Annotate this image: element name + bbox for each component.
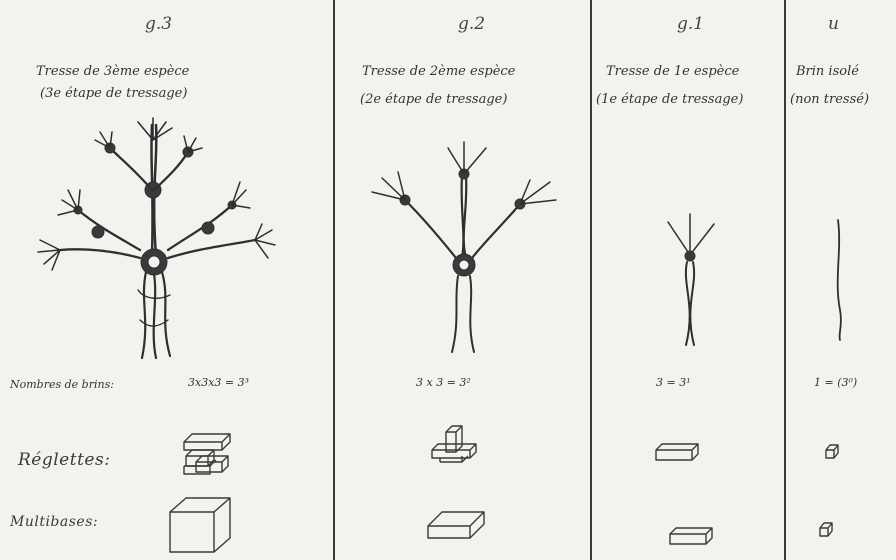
title-g1: Tresse de 1e espèce	[606, 64, 740, 79]
braid-g2-drawing	[371, 141, 557, 353]
count-g1: 3 = 3¹	[656, 376, 691, 389]
reglettes-g1	[655, 443, 699, 461]
braid-g3-drawing	[37, 117, 276, 360]
column-head-u: u	[828, 14, 839, 34]
subtitle-u: (non tressé)	[790, 92, 870, 107]
count-g2: 3 x 3 = 3²	[416, 376, 471, 389]
multibases-g2	[427, 511, 485, 539]
reglettes-g2	[431, 425, 477, 463]
multibases-g1	[669, 527, 713, 545]
column-divider	[333, 0, 335, 560]
strand-u-drawing	[836, 219, 842, 341]
column-head-g3: g.3	[145, 14, 173, 34]
braid-g1-drawing	[667, 213, 715, 346]
subtitle-g2: (2e étape de tressage)	[360, 92, 508, 107]
title-u: Brin isolé	[796, 64, 859, 79]
column-divider	[784, 0, 786, 560]
column-head-g1: g.1	[677, 14, 705, 34]
count-row-label: Nombres de brins:	[10, 378, 114, 391]
column-divider	[590, 0, 592, 560]
reglettes-row-label: Réglettes:	[18, 450, 111, 470]
title-g2: Tresse de 2ème espèce	[362, 64, 516, 79]
reglettes-u	[825, 444, 839, 459]
subtitle-g1: (1e étape de tressage)	[596, 92, 744, 107]
multibases-g3	[169, 497, 231, 553]
title-g3: Tresse de 3ème espèce	[36, 64, 190, 79]
count-g3: 3x3x3 = 3³	[188, 376, 250, 389]
multibases-u	[819, 522, 833, 537]
count-u: 1 = (3⁰)	[814, 376, 858, 389]
column-head-g2: g.2	[458, 14, 486, 34]
reglettes-g3	[183, 433, 231, 475]
multibases-row-label: Multibases:	[10, 514, 99, 530]
subtitle-g3: (3e étape de tressage)	[40, 86, 188, 101]
